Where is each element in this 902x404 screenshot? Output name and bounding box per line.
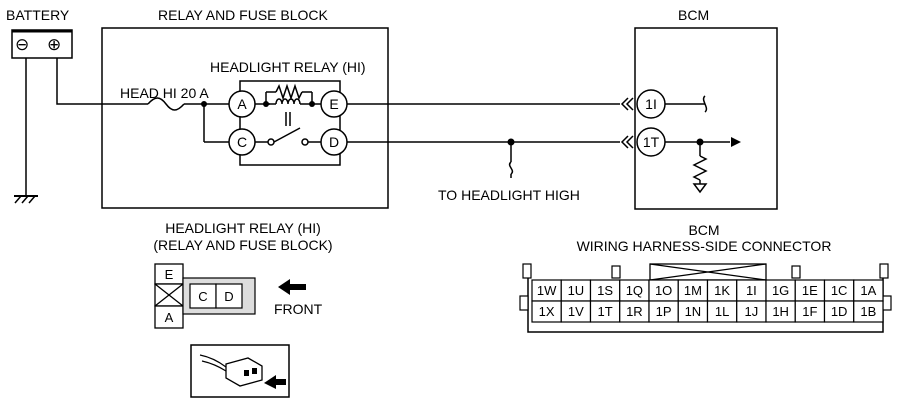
bcm-connector-pin-label: 1M bbox=[684, 283, 702, 298]
bcm-connector-pin-label: 1I bbox=[746, 283, 757, 298]
bcm-connector-pin-label: 1K bbox=[714, 283, 730, 298]
bcm-connector-pin-label: 1O bbox=[655, 283, 672, 298]
bcm-connector-pin-label: 1B bbox=[860, 304, 876, 319]
wire-break-icon bbox=[702, 95, 708, 113]
bcm-connector-pin-label: 1N bbox=[685, 304, 702, 319]
connector-chevron-icon bbox=[620, 97, 634, 149]
relay-pin-a: A bbox=[228, 90, 256, 118]
bcm-connector-pin-label: 1U bbox=[568, 283, 585, 298]
bcm-connector-pin-label: 1R bbox=[626, 304, 643, 319]
bcm-box bbox=[634, 27, 778, 210]
battery-positive-icon: ⊕ bbox=[47, 35, 61, 54]
arrow-right-icon bbox=[731, 137, 741, 147]
svg-text:A: A bbox=[237, 96, 247, 112]
svg-text:1T: 1T bbox=[643, 134, 660, 150]
bcm-connector-pin-label: 1S bbox=[597, 283, 613, 298]
relay-switch-icon bbox=[255, 127, 321, 146]
bcm-connector-pin-label: 1J bbox=[745, 304, 759, 319]
bcm-connector-pin-label: 1G bbox=[772, 283, 789, 298]
bcm-connector-pin-label: 1V bbox=[568, 304, 584, 319]
relay-connector-cell-e: E bbox=[165, 267, 174, 282]
headlight-relay-label: HEADLIGHT RELAY (HI) bbox=[210, 59, 366, 75]
bcm-connector-pin-label: 1A bbox=[860, 283, 876, 298]
svg-text:D: D bbox=[329, 134, 339, 150]
relay-connector-cell-a: A bbox=[165, 310, 174, 325]
bcm-connector-pin-label: 1P bbox=[656, 304, 672, 319]
bcm-connector-pin-label: 1F bbox=[802, 304, 817, 319]
bcm-connector-pin-label: 1E bbox=[802, 283, 818, 298]
fuse-icon bbox=[147, 97, 185, 111]
ground-icon bbox=[14, 58, 38, 204]
relay-coil-icon bbox=[255, 83, 321, 126]
bcm-connector-pin-label: 1L bbox=[715, 304, 729, 319]
relay-connector-cell-c: C bbox=[198, 289, 207, 304]
relay-fuse-block-box bbox=[101, 27, 389, 209]
front-label: FRONT bbox=[274, 301, 323, 317]
relay-connector-title-2: (RELAY AND FUSE BLOCK) bbox=[153, 237, 332, 253]
bcm-connector-pin-label: 1T bbox=[598, 304, 613, 319]
bcm-connector-pin-label: 1W bbox=[537, 283, 557, 298]
battery: ⊖ ⊕ bbox=[11, 29, 73, 59]
relay-connector-face: E A C D bbox=[154, 263, 256, 329]
bcm-connector-title-1: BCM bbox=[688, 222, 719, 238]
relay-pin-d: D bbox=[320, 128, 348, 156]
relay-connector-illustration-icon bbox=[190, 344, 290, 398]
bcm-connector-title-2: WIRING HARNESS-SIDE CONNECTOR bbox=[577, 238, 832, 254]
fuse-label: HEAD HI 20 A bbox=[120, 85, 209, 101]
pullup-resistor-icon bbox=[692, 155, 708, 181]
to-headlight-high-label: TO HEADLIGHT HIGH bbox=[438, 187, 580, 203]
battery-label: BATTERY bbox=[6, 7, 70, 23]
bcm-connector-pin-label: 1H bbox=[772, 304, 789, 319]
svg-text:1I: 1I bbox=[645, 96, 657, 112]
bcm-label: BCM bbox=[678, 7, 709, 23]
bcm-connector-pin-label: 1Q bbox=[626, 283, 643, 298]
battery-negative-icon: ⊖ bbox=[15, 35, 29, 54]
headlight-relay-box bbox=[239, 80, 341, 166]
bcm-connector-pin-label: 1X bbox=[539, 304, 555, 319]
relay-fuse-block-label: RELAY AND FUSE BLOCK bbox=[158, 7, 329, 23]
relay-pin-e: E bbox=[320, 90, 348, 118]
svg-text:E: E bbox=[329, 96, 338, 112]
relay-connector-cell-d: D bbox=[224, 289, 233, 304]
bcm-connector-pin-label: 1D bbox=[831, 304, 848, 319]
svg-text:C: C bbox=[237, 134, 247, 150]
relay-pin-c: C bbox=[228, 128, 256, 156]
bcm-connector-cell bbox=[853, 300, 884, 323]
bcm-ground-icon bbox=[692, 183, 708, 194]
relay-connector-title-1: HEADLIGHT RELAY (HI) bbox=[165, 220, 321, 236]
wire-continues-icon bbox=[508, 161, 514, 175]
bcm-pin-1t: 1T bbox=[636, 127, 666, 157]
bcm-connector-grid: 1W 1U 1S 1Q 1O 1M 1K 1I 1G 1E 1C 1A 1X 1V 1T 1R 1P 1N 1L 1J… bbox=[531, 279, 884, 323]
bcm-connector-pin-label: 1C bbox=[831, 283, 848, 298]
battery-positive-wire bbox=[56, 58, 148, 105]
front-arrow-icon bbox=[278, 279, 306, 295]
bcm-pin-1i: 1I bbox=[636, 89, 666, 119]
